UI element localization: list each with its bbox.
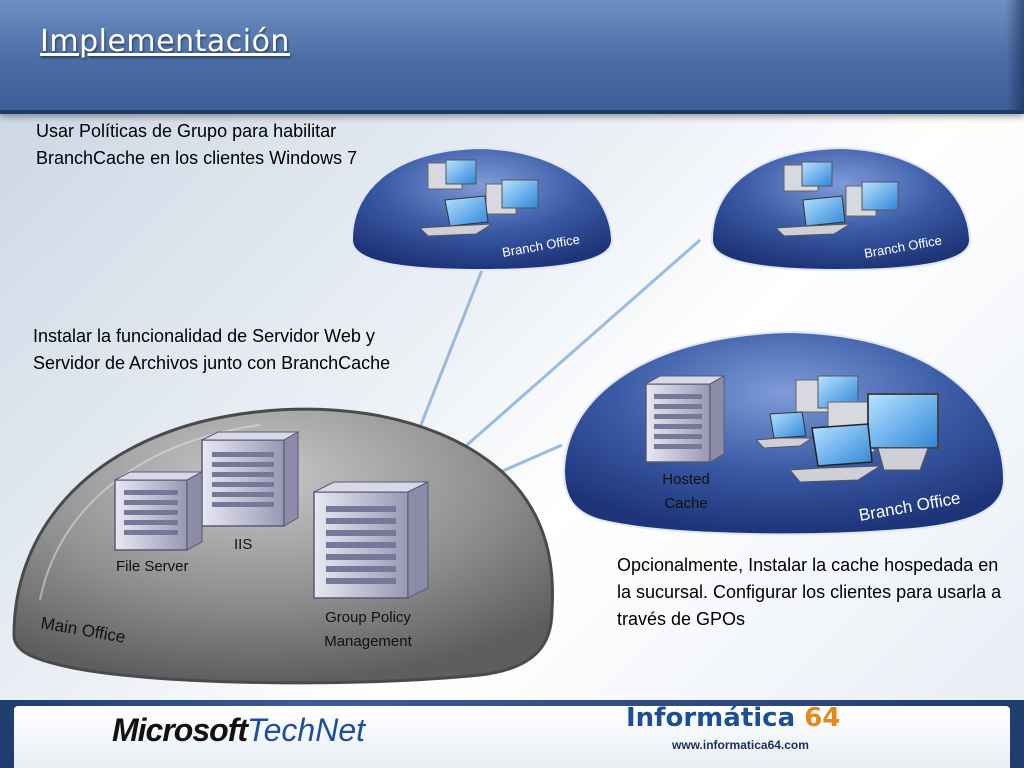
text-install-features: Instalar la funcionalidad de Servidor We… bbox=[33, 326, 391, 373]
network-diagram: Main Office IIS File Server bbox=[12, 146, 1006, 685]
footer bbox=[14, 706, 1010, 768]
workstations-top-left-icon bbox=[418, 159, 539, 237]
group-policy-server-icon bbox=[313, 481, 429, 599]
slide-title: Implementación bbox=[40, 24, 290, 59]
microsoft-technet-logo: MicrosoftTechNet bbox=[112, 712, 365, 749]
hosted-cache-label-line1: Hosted bbox=[662, 471, 710, 488]
microsoft-wordmark: Microsoft bbox=[112, 712, 248, 748]
hosted-cache-server-icon bbox=[644, 375, 726, 463]
hosted-cache-label-line2: Cache bbox=[664, 495, 707, 512]
file-server-icon bbox=[114, 471, 203, 551]
slide-header: Implementación bbox=[0, 0, 1024, 114]
text-gpo: Usar Políticas de Grupo para habilitar B… bbox=[36, 121, 358, 168]
gpm-label-line2: Management bbox=[324, 633, 412, 650]
informatica64-logo: Informática 64 bbox=[626, 703, 840, 733]
workstations-top-right-icon bbox=[774, 161, 899, 237]
iis-label: IIS bbox=[234, 536, 252, 553]
informatica-wordmark: Informática bbox=[626, 703, 796, 733]
file-server-label: File Server bbox=[116, 558, 189, 575]
informatica-number: 64 bbox=[804, 703, 841, 733]
workstations-large-branch-icon bbox=[754, 375, 939, 483]
iis-server-icon bbox=[201, 431, 300, 527]
text-hosted-cache: Opcionalmente, Instalar la cache hospeda… bbox=[617, 555, 1002, 629]
informatica64-url: www.informatica64.com bbox=[672, 738, 809, 752]
technet-wordmark: TechNet bbox=[247, 712, 365, 748]
gpm-label-line1: Group Policy bbox=[325, 609, 411, 626]
